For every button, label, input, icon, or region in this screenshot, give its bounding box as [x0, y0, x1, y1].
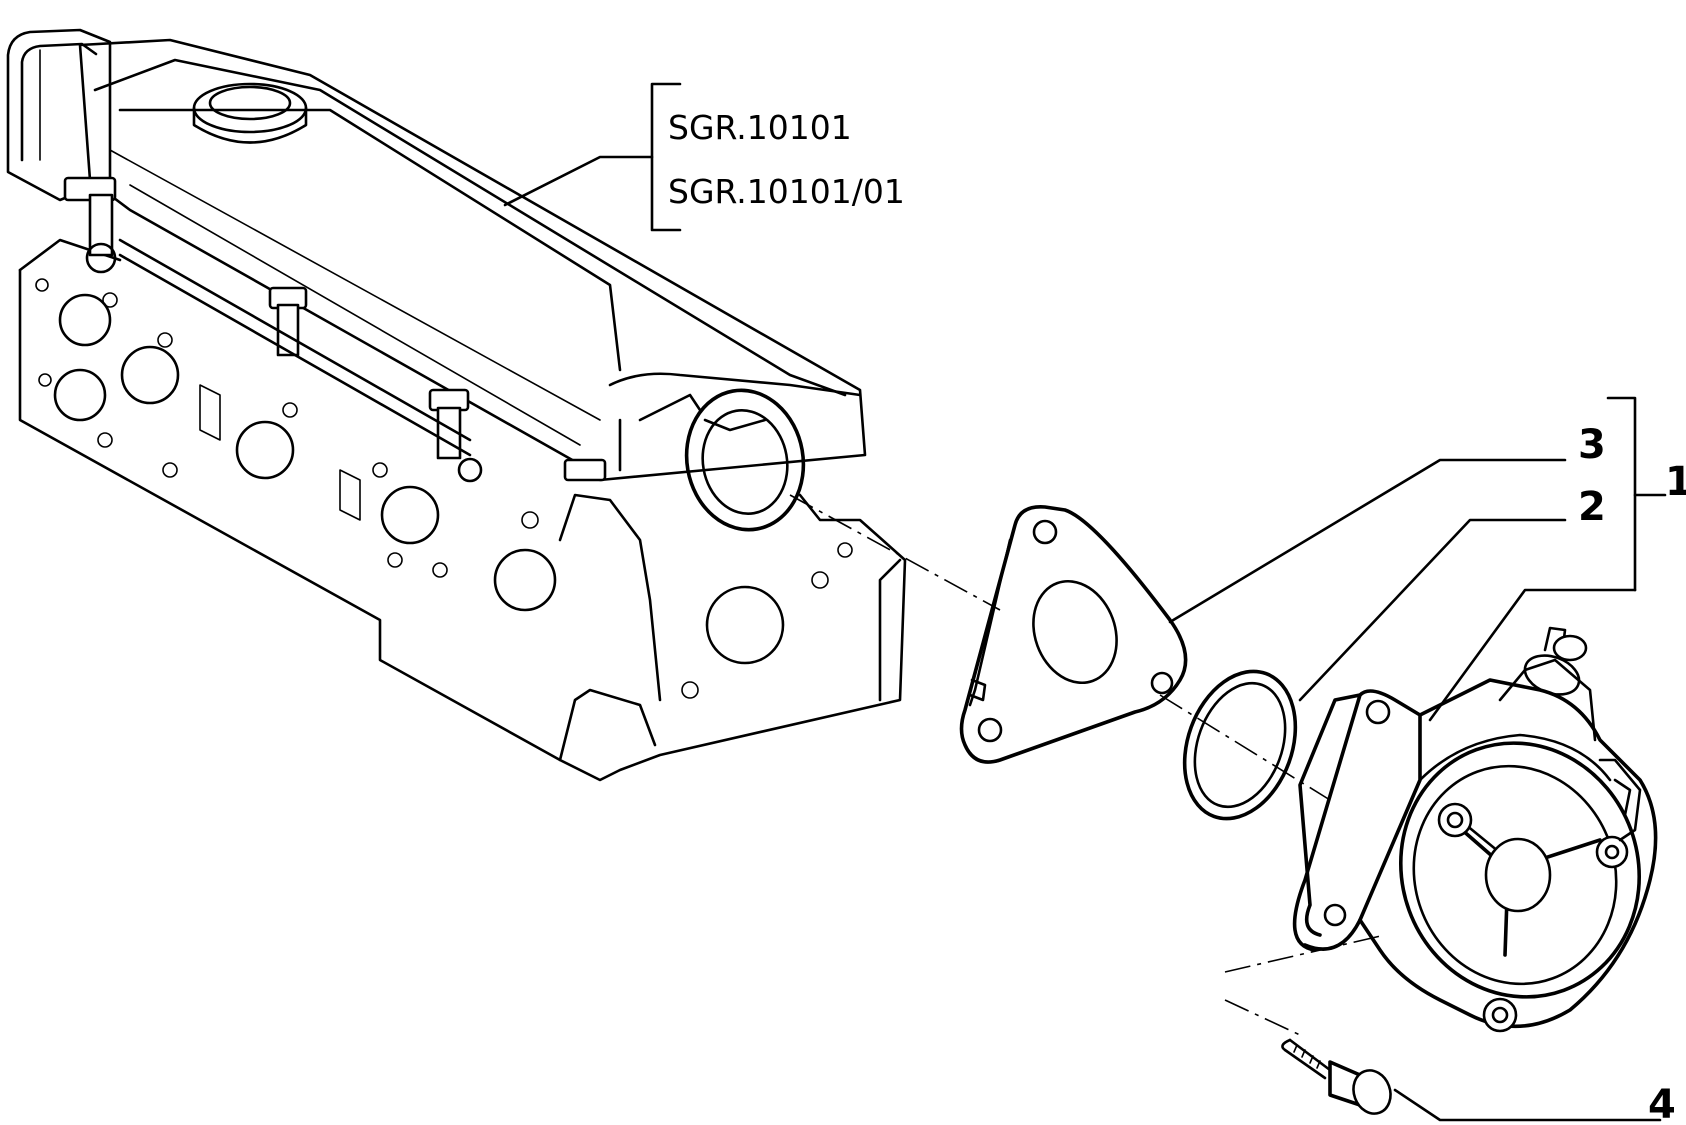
cylinder-head-drawing	[6, 28, 1001, 782]
o-ring-drawing	[1159, 669, 1331, 821]
screw-drawing	[1281, 1038, 1392, 1115]
reference-code-2: SGR.10101/01	[668, 172, 905, 211]
callout-label-4: 4	[1648, 1082, 1676, 1125]
vacuum-pump-drawing	[1224, 626, 1658, 1036]
callout-leaders	[1168, 396, 1667, 1122]
reference-bracket	[503, 82, 682, 232]
gasket-drawing	[959, 505, 1188, 764]
reference-code-1: SGR.10101	[668, 108, 852, 147]
callout-label-3: 3	[1578, 422, 1606, 468]
callout-label-2: 2	[1578, 484, 1606, 530]
callout-label-1: 1	[1665, 459, 1686, 505]
